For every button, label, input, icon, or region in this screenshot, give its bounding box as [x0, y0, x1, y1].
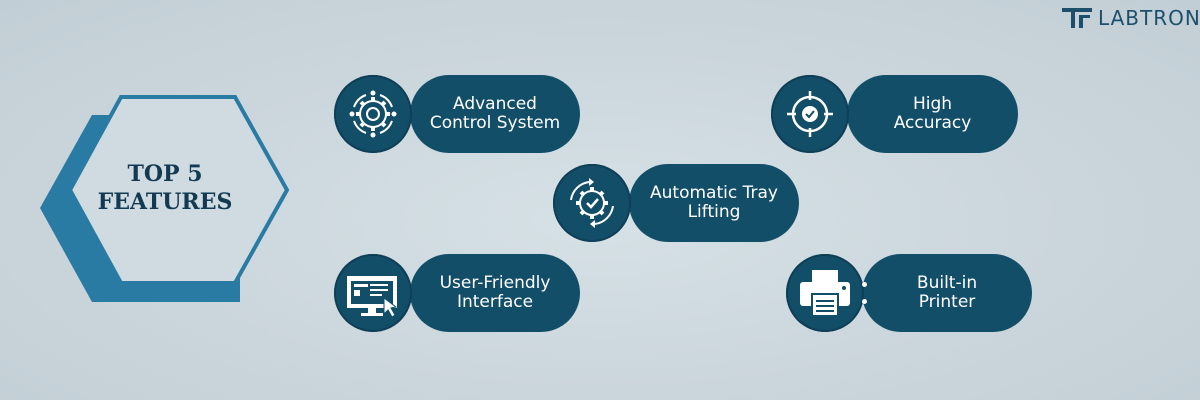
- feature-icon-circle: [334, 75, 412, 153]
- heading-title: TOP 5 FEATURES: [95, 160, 235, 216]
- feature-icon-circle: [334, 254, 412, 332]
- printer-icon: [800, 270, 850, 317]
- feature-automatic-tray-lifting: Automatic Tray Lifting: [553, 164, 799, 242]
- feature-user-friendly-interface: User-Friendly Interface: [334, 254, 580, 332]
- feature-label-line1: High: [912, 94, 953, 114]
- feature-icon-circle: [786, 254, 864, 332]
- feature-label-line2: Printer: [918, 292, 976, 312]
- feature-label-pill: High Accuracy: [847, 75, 1018, 153]
- title-hexagon: [0, 0, 300, 324]
- feature-advanced-control: Advanced Control System: [334, 75, 580, 153]
- connector-dot: [862, 299, 867, 304]
- feature-label-line1: Advanced: [453, 94, 537, 114]
- feature-label-line1: User-Friendly: [439, 273, 551, 293]
- feature-label-line1: Automatic Tray: [650, 183, 778, 203]
- feature-icon-circle: [771, 75, 849, 153]
- feature-icon-circle: [553, 164, 631, 242]
- gear-cycle-icon: [349, 90, 397, 138]
- computer-screen-icon: [347, 276, 398, 318]
- feature-label-pill: Automatic Tray Lifting: [629, 164, 799, 242]
- feature-label-pill: User-Friendly Interface: [410, 254, 580, 332]
- heading-line2: FEATURES: [97, 189, 233, 215]
- feature-label-line1: Built-in: [916, 273, 978, 293]
- feature-label-pill: Built-in Printer: [862, 254, 1032, 332]
- feature-label-pill: Advanced Control System: [410, 75, 580, 153]
- labtron-logo-icon: [1062, 8, 1092, 28]
- brand-logo: LABTRON: [1062, 6, 1200, 30]
- heading-line1: TOP 5: [127, 161, 203, 187]
- feature-label-line2: Accuracy: [893, 113, 972, 133]
- brand-name: LABTRON: [1098, 6, 1200, 30]
- gear-check-cycle-icon: [570, 178, 614, 228]
- feature-built-in-printer: Built-in Printer: [786, 254, 1032, 332]
- feature-high-accuracy: High Accuracy: [771, 75, 1018, 153]
- connector-dot: [862, 282, 867, 287]
- target-check-icon: [787, 91, 833, 137]
- feature-label-line2: Interface: [456, 292, 534, 312]
- hexagon-shape: [40, 95, 290, 302]
- feature-label-line2: Control System: [429, 113, 561, 133]
- feature-label-line2: Lifting: [687, 202, 741, 222]
